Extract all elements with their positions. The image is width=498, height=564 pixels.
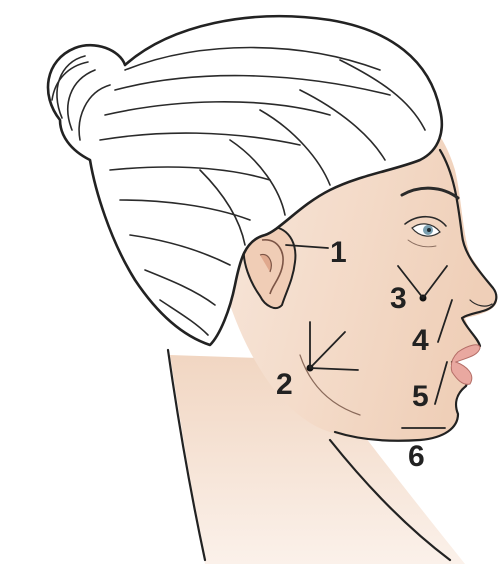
label-5: 5	[412, 380, 429, 413]
label-6: 6	[408, 440, 425, 473]
label-4: 4	[412, 324, 429, 357]
label-1: 1	[330, 236, 347, 269]
label-2: 2	[276, 368, 293, 401]
label-3: 3	[390, 282, 407, 315]
